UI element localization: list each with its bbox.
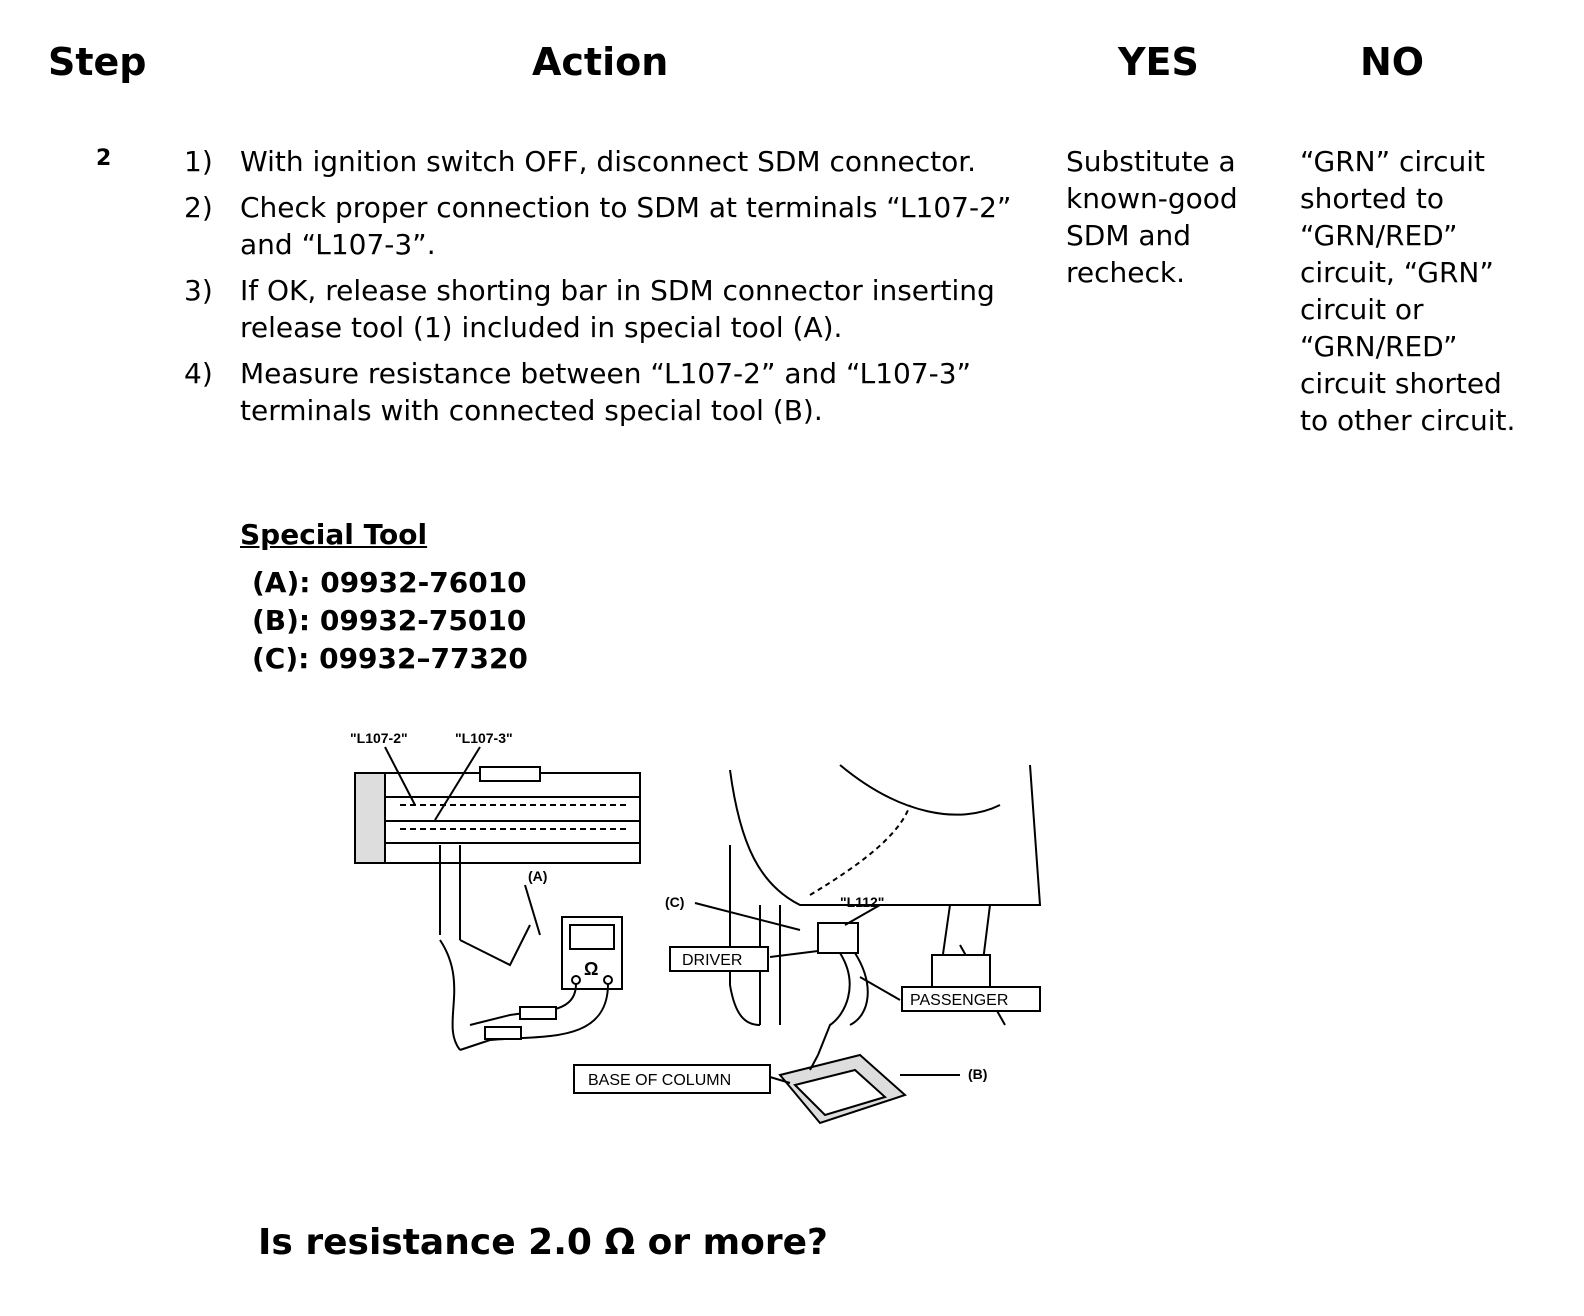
special-tool-heading: Special Tool [240,518,428,551]
special-tool-b: (B): 09932-75010 [252,604,527,637]
yes-result: Substitute a known-good SDM and recheck. [1066,145,1238,289]
special-tool-c: (C): 09932–77320 [252,642,528,675]
header-step: Step [48,40,147,84]
action-item-number: 3) [184,274,213,307]
action-item-number: 4) [184,357,213,390]
label-base-of-column: BASE OF COLUMN [588,1072,731,1089]
header-no: NO [1360,40,1425,84]
special-tool-list: (A): 09932-76010 (B): 09932-75010 (C): 0… [252,564,528,678]
ohm-symbol: Ω [584,959,598,979]
action-item-number: 2) [184,191,213,224]
action-item: 2) Check proper connection to SDM at ter… [184,189,1024,263]
action-list: 1) With ignition switch OFF, disconnect … [184,143,1024,438]
no-result: “GRN” circuit shorted to “GRN/RED” circu… [1300,145,1516,437]
question: Is resistance 2.0 Ω or more? [258,1222,828,1263]
label-tool-c: (C) [665,894,684,910]
sdm-connector-drawing [354,766,641,864]
wiring-illustration: "L107-2" "L107-3" (A) (C) "L112" Ω DRIVE… [350,730,1042,1125]
label-tool-a: (A) [528,868,547,884]
label-l107-3: "L107-3" [455,730,513,746]
label-passenger: PASSENGER [910,992,1008,1009]
label-l107-2: "L107-2" [350,730,408,746]
label-driver: DRIVER [682,952,742,969]
header-yes: YES [1118,40,1199,84]
action-item: 3) If OK, release shorting bar in SDM co… [184,272,1024,346]
header-action: Action [532,40,669,84]
action-item-number: 1) [184,145,213,178]
action-item-text: With ignition switch OFF, disconnect SDM… [240,145,977,178]
action-item-text: Measure resistance between “L107-2” and … [240,357,972,427]
label-tool-b: (B) [968,1066,987,1082]
action-item: 1) With ignition switch OFF, disconnect … [184,143,1024,180]
special-tool-a: (A): 09932-76010 [252,566,527,599]
step-number: 2 [96,146,112,171]
action-item-text: Check proper connection to SDM at termin… [240,191,1012,261]
label-l112: "L112" [840,894,884,910]
action-item-text: If OK, release shorting bar in SDM conne… [240,274,995,344]
action-item: 4) Measure resistance between “L107-2” a… [184,355,1024,429]
